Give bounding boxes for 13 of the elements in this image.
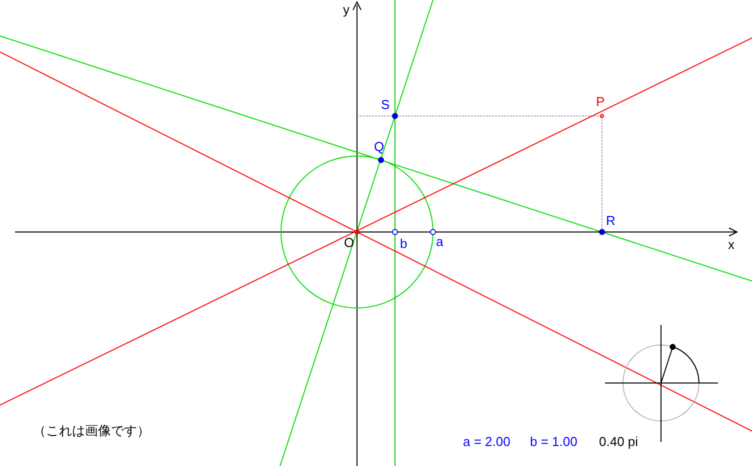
angle-value: 0.40 pi [599,435,638,448]
parameter-value: a = 2.00 [463,435,510,448]
axis-label: y [343,3,350,16]
point-label: Q [374,140,384,153]
parameter-value: b = 1.00 [530,435,578,448]
note-text: （これは画像です） [33,424,150,437]
point-label: P [596,95,605,108]
point-label: a [436,235,444,248]
point-label: R [606,214,616,227]
point-label: b [400,237,408,250]
point-label: O [344,236,354,249]
point-label: S [381,98,390,111]
axis-label: x [728,238,734,251]
